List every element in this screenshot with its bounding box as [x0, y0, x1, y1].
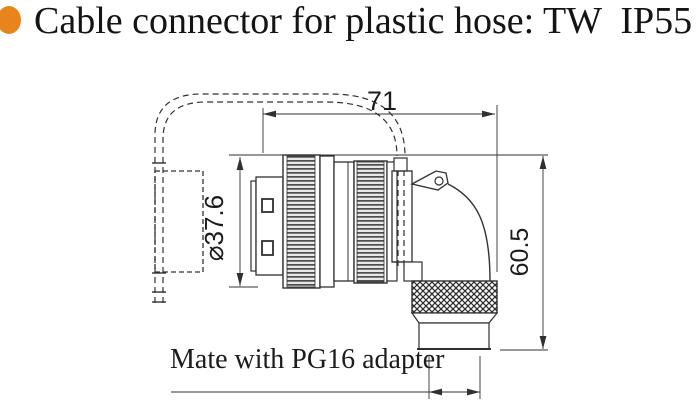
hose-inner-curve — [162, 101, 398, 303]
orange-bullet-ellipse — [0, 6, 21, 34]
gland-nut-knurled — [353, 160, 388, 284]
dimension-lines — [171, 105, 548, 399]
hose-end-ticks — [152, 162, 166, 303]
bayonet-lug-top — [261, 198, 274, 213]
ear-hole — [434, 176, 444, 186]
coupling-ring-large — [282, 154, 321, 289]
dim-diameter-label: ⌀37.6 — [199, 195, 229, 261]
dimension-arrowheads — [236, 110, 547, 396]
front-face — [250, 180, 257, 272]
page-title: Cable connector for plastic hose: TW IP5… — [34, 0, 693, 42]
smooth-ring — [319, 155, 335, 288]
knurl-pattern-large — [286, 155, 316, 288]
nut-chamfer — [410, 312, 499, 324]
knurl-pattern-small — [356, 161, 385, 283]
pg-nut-crosshatch — [411, 280, 498, 314]
page-header: Cable connector for plastic hose: TW IP5… — [0, 0, 700, 44]
orange-bullet-icon — [0, 5, 24, 42]
bayonet-lug-bottom — [261, 240, 274, 256]
elbow-body — [391, 157, 491, 282]
arrow-71-left — [263, 110, 276, 118]
arrow-605-bottom — [539, 336, 547, 349]
spacer-ring — [333, 161, 355, 282]
mate-note-label: Mate with PG16 adapter — [170, 344, 445, 375]
hose-entry-collar — [393, 157, 408, 172]
arrow-bottom-right — [467, 388, 480, 396]
arrow-dia-bottom — [236, 273, 244, 286]
arrow-bottom-left — [429, 388, 442, 396]
arrow-71-right — [482, 110, 495, 118]
arrow-dia-top — [236, 157, 244, 170]
outlet-thread-cylinder — [418, 322, 490, 350]
hose-phantom-rect — [154, 170, 204, 273]
elbow-outer-curve — [447, 183, 491, 282]
connector-front-section — [250, 176, 284, 276]
elbow-step — [403, 261, 423, 282]
arrow-605-top — [539, 156, 547, 169]
dim-height-label: 60.5 — [506, 228, 534, 277]
front-body — [255, 176, 284, 276]
dim-length-label: 71 — [367, 86, 397, 116]
hose-phantom-outline — [154, 93, 406, 303]
